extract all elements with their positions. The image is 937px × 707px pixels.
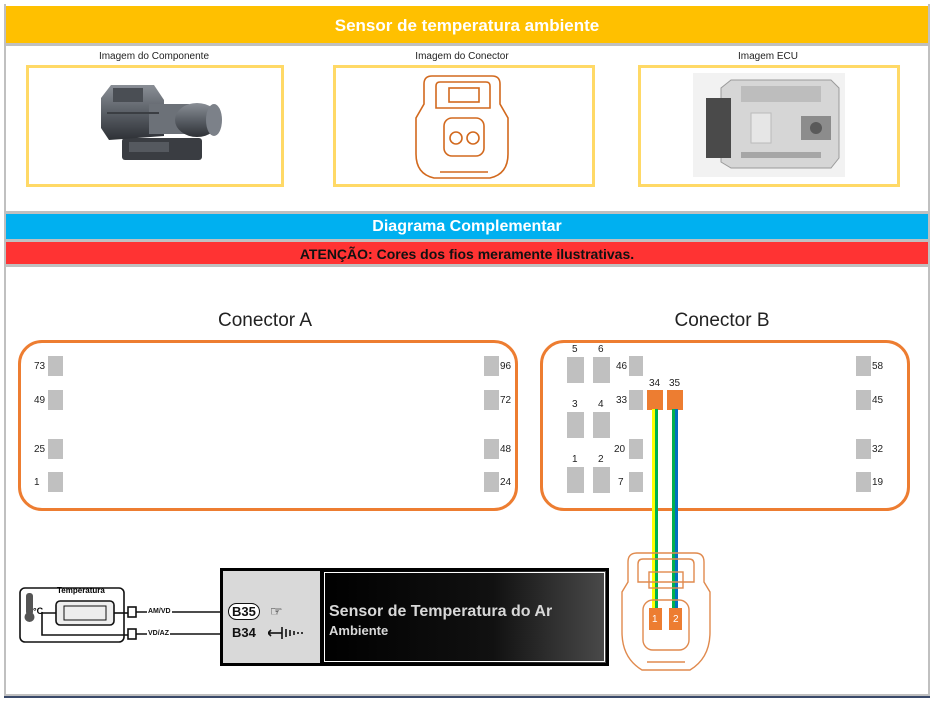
connector-b-pin bbox=[567, 467, 584, 493]
connector-b bbox=[540, 340, 910, 511]
connector-b-pin bbox=[629, 472, 643, 492]
connector-b-pin bbox=[856, 356, 871, 376]
connector-b-pin bbox=[593, 412, 610, 438]
connector-b-pin-label: 46 bbox=[616, 361, 628, 372]
wire-vd-az bbox=[672, 409, 678, 609]
connector-b-pin-label: 4 bbox=[598, 399, 604, 410]
connector-b-pin-label: 32 bbox=[872, 444, 884, 455]
wire-am-vd bbox=[652, 409, 658, 609]
connector-b-pin bbox=[567, 357, 584, 383]
connector-b-pin bbox=[593, 467, 610, 493]
connector-a-pin-label: 72 bbox=[500, 395, 512, 406]
wire-label-am-vd: AM/VD bbox=[147, 608, 172, 615]
component-image bbox=[26, 65, 284, 187]
connector-b-pin bbox=[593, 357, 610, 383]
connector-a-pin bbox=[48, 472, 63, 492]
connector-a-pin bbox=[48, 390, 63, 410]
sensor-pin-2 bbox=[669, 608, 682, 630]
connector-b-title: Conector B bbox=[674, 310, 770, 331]
connector-b-pin-active bbox=[667, 390, 683, 410]
connector-b-pin-label: 7 bbox=[618, 477, 624, 488]
connector-b-pin-label: 19 bbox=[872, 477, 884, 488]
connector-a-pin bbox=[48, 439, 63, 459]
connector-a-pin-label: 49 bbox=[34, 395, 46, 406]
connector-a-title: Conector A bbox=[218, 310, 312, 331]
connector-a-pin-label: 73 bbox=[34, 361, 46, 372]
connector-a-pin-label: 25 bbox=[34, 444, 46, 455]
connector-b-pin-label: 2 bbox=[598, 454, 604, 465]
sensor-connector-drawing bbox=[621, 552, 711, 671]
connector-b-pin-label: 33 bbox=[616, 395, 628, 406]
sensor-pin-2-label: 2 bbox=[673, 614, 679, 625]
connector-a-pin bbox=[484, 472, 499, 492]
ecu-illustration bbox=[693, 73, 845, 177]
sensor-component-illustration bbox=[101, 85, 222, 160]
pin-code-b34: B34 bbox=[232, 625, 256, 640]
connector-a-pin bbox=[48, 356, 63, 376]
connector-b-pin bbox=[629, 439, 643, 459]
connector-a-pin bbox=[484, 439, 499, 459]
schematic-sensor-label: Temperatura bbox=[57, 586, 105, 595]
connector-b-pin-active bbox=[647, 390, 663, 410]
connector-b-pin bbox=[629, 390, 643, 410]
thermometer-icon bbox=[26, 593, 33, 615]
connector-b-pin-label: 6 bbox=[598, 344, 604, 355]
connector-a-pin-label: 48 bbox=[500, 444, 512, 455]
component-image-label: Imagem do Componente bbox=[98, 51, 210, 62]
sensor-description-panel: Sensor de Temperatura do Ar Ambiente bbox=[320, 568, 609, 666]
connector-a bbox=[18, 340, 518, 511]
connector-b-pin bbox=[856, 390, 871, 410]
connector-b-pin bbox=[567, 412, 584, 438]
connector-a-pin-label: 24 bbox=[500, 477, 512, 488]
ecu-image-label: Imagem ECU bbox=[737, 51, 798, 62]
ground-icon bbox=[268, 627, 303, 639]
connector-image bbox=[333, 65, 595, 187]
sensor-description-title: Sensor de Temperatura do Ar bbox=[329, 603, 553, 620]
connector-b-pin-label: 45 bbox=[872, 395, 884, 406]
connector-b-pin-label: 5 bbox=[572, 344, 578, 355]
connector-b-pin-label: 34 bbox=[649, 378, 661, 389]
sensor-pin-1-label: 1 bbox=[652, 614, 658, 625]
warning-banner: ATENÇÃO: Cores dos fios meramente ilustr… bbox=[6, 239, 928, 267]
wire-label-vd-az: VD/AZ bbox=[147, 630, 170, 637]
sensor-pin-1 bbox=[649, 608, 662, 630]
connector-a-pin bbox=[484, 390, 499, 410]
connector-a-pin bbox=[484, 356, 499, 376]
pin-code-b35: B35 bbox=[228, 603, 260, 620]
diagram-section-title: Diagrama Complementar bbox=[6, 211, 928, 239]
connector-b-pin-label: 1 bbox=[572, 454, 578, 465]
sensor-description-subtitle: Ambiente bbox=[329, 623, 389, 638]
connector-b-pin-label: 3 bbox=[572, 399, 578, 410]
pointing-hand-icon: ☞ bbox=[270, 603, 283, 619]
bottom-rule bbox=[4, 696, 930, 698]
sensor-schematic bbox=[19, 587, 220, 643]
schematic-unit-label: °C bbox=[33, 606, 44, 616]
connector-b-pin bbox=[856, 439, 871, 459]
page-title: Sensor de temperatura ambiente bbox=[6, 6, 928, 46]
connector-b-pin-label: 58 bbox=[872, 361, 884, 372]
ecu-image bbox=[638, 65, 900, 187]
connector-face-illustration bbox=[415, 75, 509, 179]
connector-image-label: Imagem do Conector bbox=[415, 51, 509, 62]
connector-b-pin bbox=[856, 472, 871, 492]
connector-b-pin bbox=[629, 356, 643, 376]
connector-a-pin-label: 1 bbox=[34, 477, 40, 488]
connector-b-pin-label: 35 bbox=[669, 378, 681, 389]
connector-a-pin-label: 96 bbox=[500, 361, 512, 372]
connector-b-pin-label: 20 bbox=[614, 444, 626, 455]
